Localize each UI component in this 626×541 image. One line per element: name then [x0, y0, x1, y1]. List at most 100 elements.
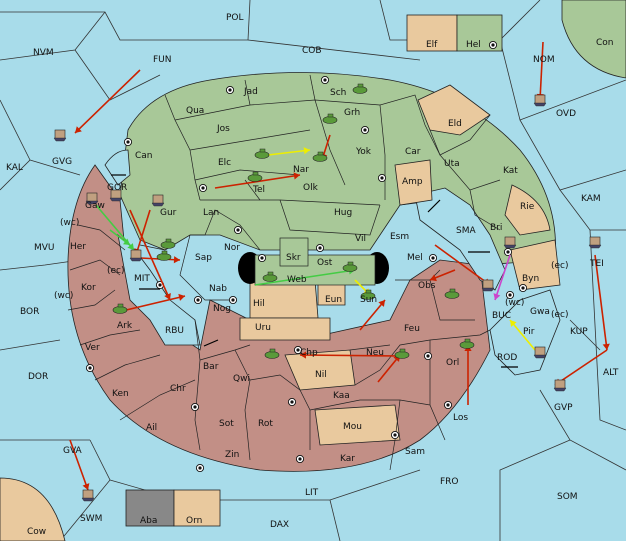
tan-territories	[239, 84, 561, 446]
label-grh: Grh	[344, 108, 360, 118]
supply-center-dot	[426, 354, 430, 358]
fleet-unit[interactable]	[151, 194, 165, 207]
label-nvm: NVM	[33, 48, 54, 58]
army-unit[interactable]	[262, 271, 278, 282]
fleet-unit[interactable]	[53, 129, 67, 142]
supply-center-dot	[88, 366, 92, 370]
label-rie: Rie	[520, 202, 535, 212]
label-kat: Kat	[503, 166, 518, 176]
label-ovd: OVD	[556, 109, 576, 119]
label-eld: Eld	[448, 119, 462, 129]
label-kor: Kor	[81, 283, 96, 293]
army-unit[interactable]	[352, 83, 368, 94]
sea-connectors	[111, 174, 518, 368]
army-unit[interactable]	[459, 338, 475, 349]
label-nab: Nab	[209, 284, 227, 294]
army-unit[interactable]	[394, 348, 410, 359]
label-nor: Nor	[224, 243, 240, 253]
label-sch: Sch	[330, 88, 346, 98]
label-sap: Sap	[195, 253, 212, 263]
label-nar: Nar	[293, 165, 309, 175]
inner-sea-gor	[104, 149, 131, 186]
label-zin: Zin	[225, 450, 239, 460]
army-unit[interactable]	[160, 238, 176, 249]
fleet-unit[interactable]	[553, 379, 567, 392]
units-layer	[53, 83, 602, 502]
label-kup: KUP	[570, 327, 588, 337]
label-aba: Aba	[140, 516, 157, 526]
army-unit[interactable]	[264, 348, 280, 359]
supply-center-dot	[193, 405, 197, 409]
army-unit[interactable]	[444, 288, 460, 299]
fleet-unit[interactable]	[129, 249, 143, 262]
supply-center-dot	[318, 246, 322, 250]
label-gwa: Gwa	[530, 307, 550, 317]
supply-center-dot	[363, 128, 367, 132]
fleet-unit[interactable]	[85, 192, 99, 205]
label-pol: POL	[226, 13, 244, 23]
army-unit[interactable]	[360, 289, 376, 300]
label-buc: BUC	[492, 311, 511, 321]
label-olk: Olk	[303, 183, 319, 193]
label-her-ec: (ec)	[107, 266, 125, 276]
label-sun: Sun	[360, 295, 377, 305]
order-move	[69, 439, 89, 491]
label-dor: DOR	[28, 372, 48, 382]
label-fro: FRO	[440, 477, 459, 487]
order-move-head	[300, 351, 307, 359]
label-elc: Elc	[218, 158, 231, 168]
legend-aba-box	[125, 489, 175, 527]
label-gvp: GVP	[554, 403, 573, 413]
army-unit[interactable]	[312, 151, 328, 162]
labels-layer: POL NVM FUN COB NOM OVD GVG KAL KAM GOR …	[6, 13, 619, 537]
label-gur: Gur	[160, 208, 177, 218]
label-rot: Rot	[258, 419, 273, 429]
army-unit[interactable]	[254, 148, 270, 159]
label-sma: SMA	[456, 226, 476, 236]
supply-center-dot	[231, 298, 235, 302]
supply-center-dot	[260, 256, 264, 260]
label-kaa: Kaa	[333, 391, 350, 401]
label-yok: Yok	[355, 147, 372, 157]
label-mou: Mou	[343, 422, 362, 432]
label-ver: Ver	[85, 343, 100, 353]
army-unit[interactable]	[156, 250, 172, 261]
label-mel: Mel	[407, 253, 423, 263]
label-chp: Chp	[300, 348, 318, 358]
continent-south	[67, 164, 491, 472]
order-move	[554, 349, 608, 386]
label-byn: Byn	[522, 274, 539, 284]
label-hil: Hil	[253, 299, 265, 309]
supply-center-dot	[380, 176, 384, 180]
supply-center-dot	[491, 43, 495, 47]
fleet-unit[interactable]	[588, 236, 602, 249]
order-support	[509, 319, 536, 351]
order-move	[539, 41, 544, 101]
label-lan: Lan	[203, 208, 219, 218]
label-bri: Bri	[490, 223, 502, 233]
fleet-unit[interactable]	[533, 94, 547, 107]
fleet-unit[interactable]	[81, 489, 95, 502]
label-skr: Skr	[286, 253, 301, 263]
fleet-unit[interactable]	[503, 236, 517, 249]
inner-sea-sma	[414, 187, 506, 291]
label-chr: Chr	[170, 384, 186, 394]
label-kam: KAM	[581, 194, 601, 204]
army-unit[interactable]	[322, 113, 338, 124]
label-dax: DAX	[270, 520, 289, 530]
order-convoy-head	[123, 238, 130, 245]
fleet-unit[interactable]	[481, 279, 495, 292]
legend-elf-box	[406, 14, 458, 52]
label-feu: Feu	[404, 324, 420, 334]
supply-center-dot	[298, 457, 302, 461]
fleet-unit[interactable]	[109, 189, 123, 202]
army-unit[interactable]	[112, 303, 128, 314]
label-elf: Elf	[426, 40, 438, 50]
order-support-head	[303, 147, 310, 155]
label-pir: Pir	[523, 327, 535, 337]
order-move-head	[173, 256, 180, 264]
fleet-unit[interactable]	[533, 346, 547, 359]
army-unit[interactable]	[247, 171, 263, 182]
army-unit[interactable]	[342, 261, 358, 272]
supply-center-dot	[393, 433, 397, 437]
